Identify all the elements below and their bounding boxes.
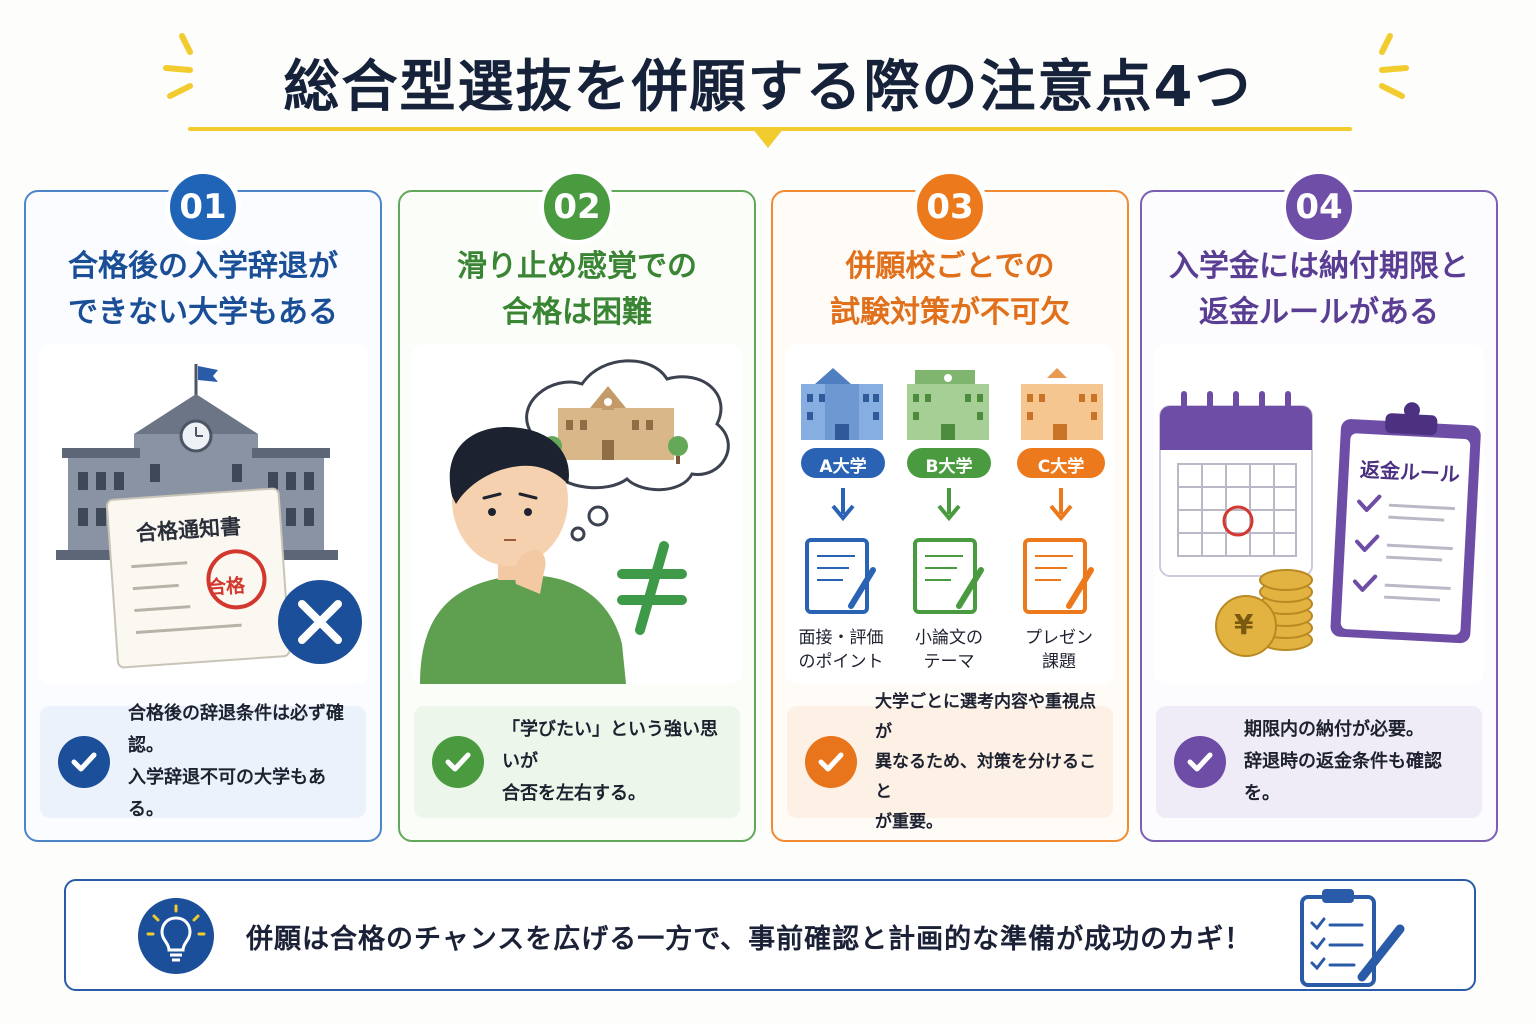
school-a-label: A大学 (819, 457, 867, 477)
school-building-icon (56, 364, 362, 669)
lightbulb-icon (138, 898, 214, 974)
card-03: 03 併願校ごとでの 試験対策が不可欠 (771, 169, 1129, 842)
sparkle-left-icon (163, 33, 193, 99)
card-title: 併願校ごとでの 試験対策が不可欠 (830, 249, 1070, 330)
page-title: 総合型選抜を併願する際の注意点4つ (283, 55, 1253, 120)
three-universities-icon (801, 368, 1105, 614)
note-text: 期限内の納付が必要。 辞退時の返金条件も確認を。 (1244, 719, 1442, 804)
illustration-three-universities: A大学 B大学 C大学 面接・評価 のポイント 小論文の テーマ プレゼン 課題 (785, 344, 1115, 684)
illustration-school-rejection: 合格通知書 合格 (38, 344, 368, 684)
card-04: 04 入学金には納付期限と 返金ルールがある (1140, 169, 1498, 842)
coin-symbol: ¥ (1234, 608, 1254, 641)
acceptance-stamp: 合格 (206, 574, 246, 600)
summary-box: 併願は合格のチャンスを広げる一方で、事前確認と計画的な準備が成功のカギ！ (64, 879, 1476, 991)
card-number: 02 (539, 169, 615, 245)
illustration-deadline-refund: ¥ 返金ルール (1154, 344, 1484, 684)
check-icon (805, 736, 857, 788)
calendar-coins-clipboard-icon (1159, 391, 1481, 657)
illustration-thinking-student (412, 344, 742, 684)
card-number: 04 (1281, 169, 1357, 245)
note-text: 「学びたい」という強い思いが 合否を左右する。 (502, 719, 718, 804)
school-b-task: 小論文の テーマ (915, 628, 983, 672)
check-icon (1174, 736, 1226, 788)
card-title: 合格後の入学辞退が できない大学もある (68, 249, 338, 330)
check-icon (432, 736, 484, 788)
header: 総合型選抜を併願する際の注意点4つ (0, 0, 1536, 160)
school-c-label: C大学 (1037, 457, 1085, 477)
note-text: 合格後の辞退条件は必ず確認。 入学辞退不可の大学もある。 (128, 703, 344, 820)
title-caret (752, 128, 784, 148)
note-box: 合格後の辞退条件は必ず確認。 入学辞退不可の大学もある。 (40, 703, 366, 820)
card-title: 滑り止め感覚での 合格は困難 (457, 249, 697, 330)
note-box: 「学びたい」という強い思いが 合否を左右する。 (414, 706, 740, 818)
thinking-student-icon (420, 359, 730, 684)
school-a-task: 面接・評価 のポイント (798, 628, 884, 672)
note-box: 期限内の納付が必要。 辞退時の返金条件も確認を。 (1156, 706, 1482, 818)
school-b-label: B大学 (925, 457, 973, 477)
card-number: 03 (912, 169, 988, 245)
note-box: 大学ごとに選考内容や重視点が 異なるため、対策を分けること が重要。 (787, 692, 1113, 832)
note-text: 大学ごとに選考内容や重視点が 異なるため、対策を分けること が重要。 (875, 692, 1096, 832)
summary-text: 併願は合格のチャンスを広げる一方で、事前確認と計画的な準備が成功のカギ！ (246, 924, 1253, 955)
card-02: 02 滑り止め感覚での 合格は困難 (398, 169, 756, 842)
card-number: 01 (165, 169, 241, 245)
checklist-clipboard-pencil-icon (1300, 889, 1405, 987)
sparkle-right-icon (1379, 33, 1409, 99)
school-c-task: プレゼン 課題 (1025, 628, 1093, 672)
card-01: 01 合格後の入学辞退が できない大学もある (24, 169, 382, 842)
card-title: 入学金には納付期限と 返金ルールがある (1169, 249, 1469, 330)
clipboard-title: 返金ルール (1359, 457, 1461, 487)
check-icon (58, 736, 110, 788)
